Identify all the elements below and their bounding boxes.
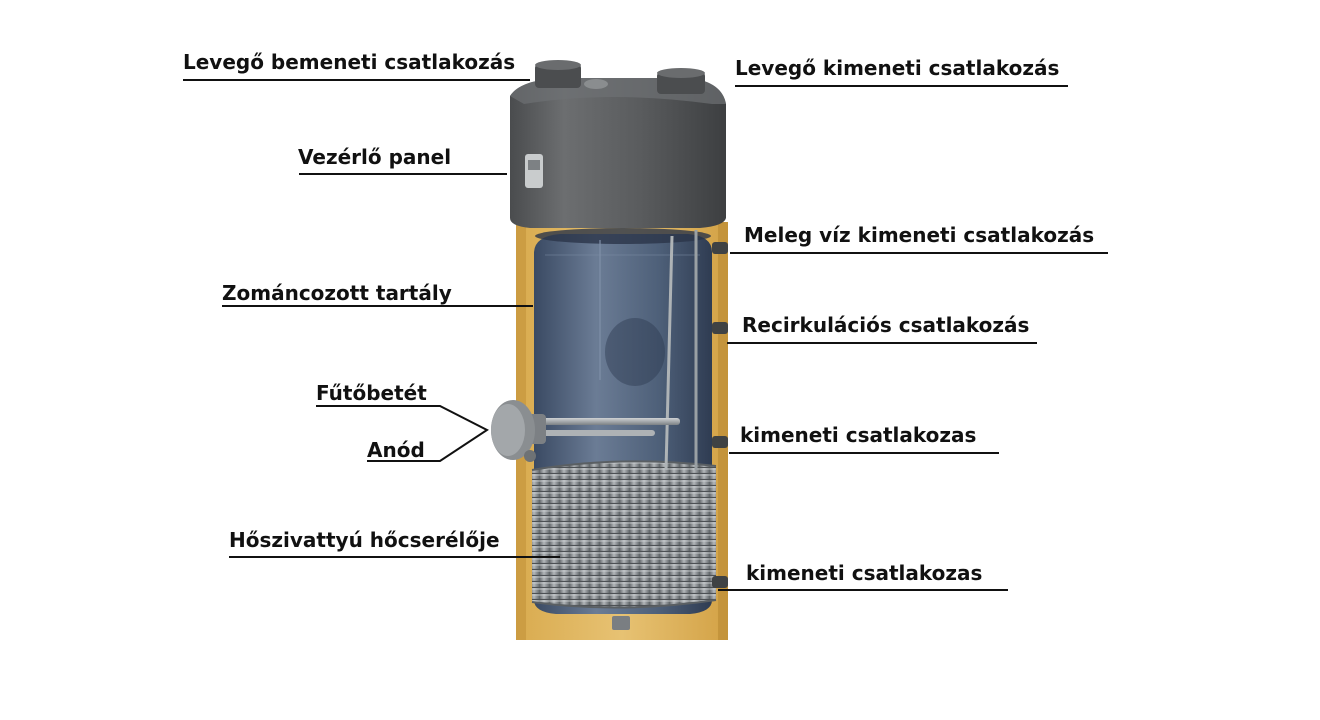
label-hot-water-outlet: Meleg víz kimeneti csatlakozás — [744, 223, 1095, 247]
label-anode: Anód — [367, 438, 425, 462]
label-outlet-1: kimeneti csatlakozas — [740, 423, 977, 447]
label-air-outlet: Levegő kimeneti csatlakozás — [735, 56, 1060, 80]
label-outlet-2: kimeneti csatlakozas — [746, 561, 983, 585]
internal-pipes — [664, 230, 698, 471]
label-heating-element: Fűtőbetét — [316, 381, 427, 405]
label-heat-exchanger: Hőszivattyú hőcserélője — [229, 528, 500, 552]
side-connections — [612, 242, 728, 630]
label-recirculation: Recirkulációs csatlakozás — [742, 313, 1030, 337]
label-air-inlet: Levegő bemeneti csatlakozás — [183, 50, 516, 74]
leader-lines — [183, 79, 1108, 591]
heat-pump-head — [510, 60, 726, 228]
label-control-panel: Vezérlő panel — [298, 145, 452, 169]
label-enamelled-tank: Zománcozott tartály — [222, 281, 452, 305]
heat-exchanger-coil — [531, 460, 717, 609]
heating-element-and-anode — [491, 400, 680, 462]
